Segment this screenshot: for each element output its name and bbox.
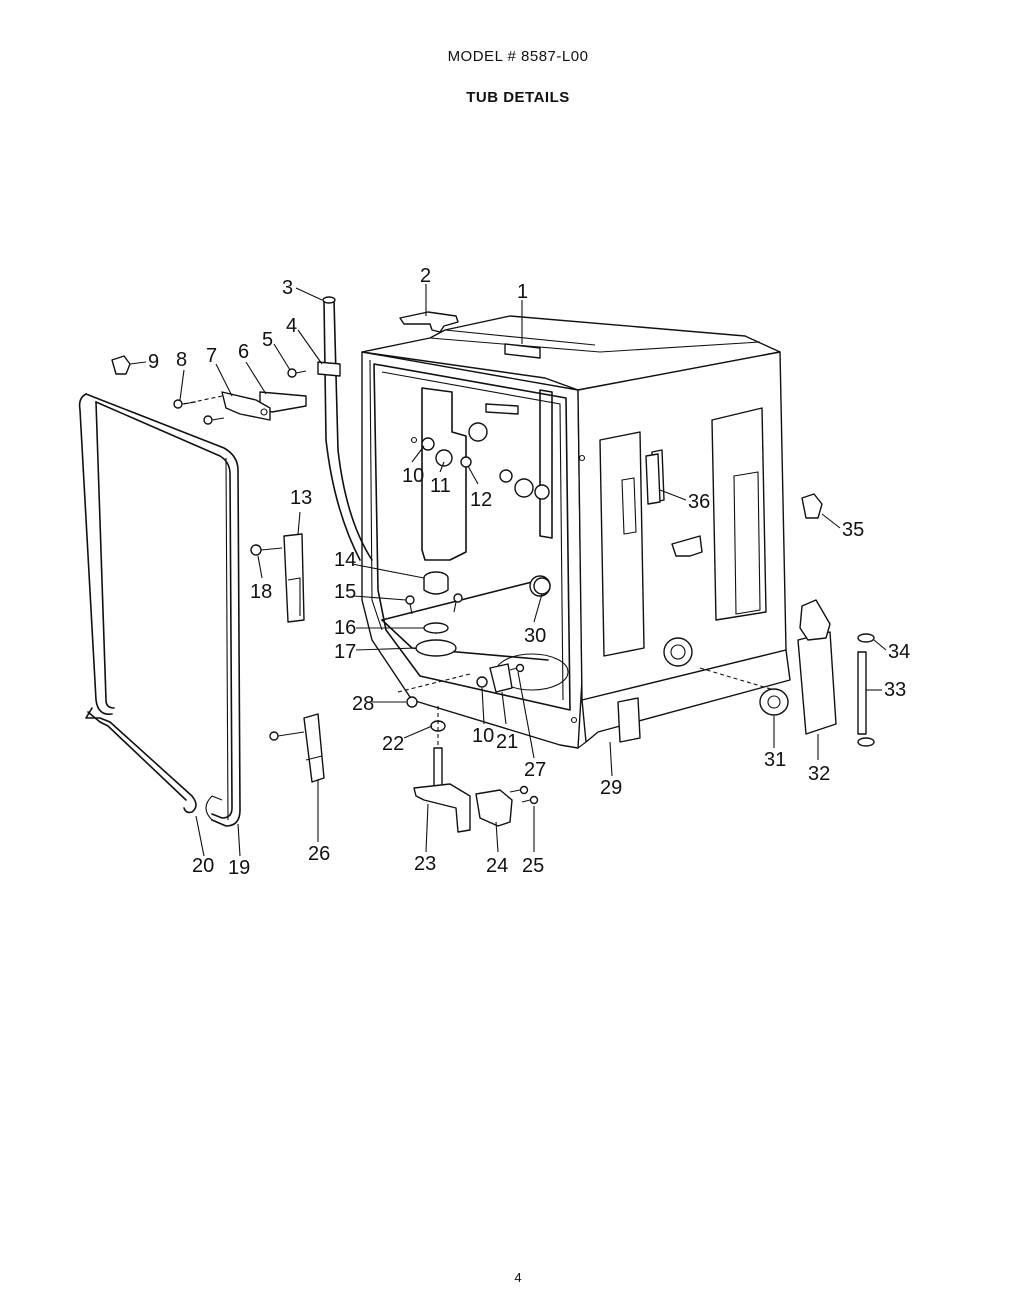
callout-29: 29 [600,777,622,799]
part-23 [413,747,471,833]
callout-2: 2 [420,265,431,287]
part-28 [406,696,418,708]
part-5 [287,368,307,378]
callout-1: 1 [517,281,528,303]
callout-10b: 10 [472,725,494,747]
part-1 [504,343,541,359]
part-14 [423,571,449,595]
callout-22: 22 [382,733,404,755]
callout-26: 26 [308,843,330,865]
part-34 [857,633,875,747]
part-29 [617,697,641,743]
callout-21: 21 [496,731,518,753]
callout-16: 16 [334,617,356,639]
callout-13: 13 [290,487,312,509]
part-33 [857,651,867,735]
callout-12: 12 [470,489,492,511]
leader-lines [129,284,887,857]
callout-27: 27 [524,759,546,781]
callout-17: 17 [334,641,356,663]
callout-19: 19 [228,857,250,879]
part-25 [509,785,539,805]
part-12 [460,456,472,468]
callout-5: 5 [262,329,273,351]
tub-body [361,315,791,749]
part-10 [421,437,435,451]
part-7 [221,391,271,421]
part-11 [435,449,453,467]
part-18 [250,544,283,556]
part-21 [489,663,513,693]
part-17 [415,639,457,657]
door-rod-20 [85,707,197,814]
callout-9: 9 [148,351,159,373]
callout-8: 8 [176,349,187,371]
assembly-lines [183,395,775,748]
callout-34: 34 [888,641,910,663]
callout-11: 11 [430,475,451,497]
part-10b [476,676,488,688]
part-4 [317,361,341,377]
part-16 [423,622,449,634]
callout-33: 33 [884,679,906,701]
callout-30: 30 [524,625,546,647]
callout-28: 28 [352,693,374,715]
callout-32: 32 [808,763,830,785]
callout-23: 23 [414,853,436,875]
model-number: MODEL # 8587-L00 [447,48,589,65]
diagram-title: TUB DETAILS [466,89,570,106]
callout-labels: 1 2 3 4 5 6 7 8 9 10 11 12 13 14 15 16 1… [148,265,910,879]
callout-31: 31 [764,749,786,771]
part-8 [173,399,225,425]
part-31 [759,688,789,716]
part-30 [533,577,551,595]
callout-25: 25 [522,855,544,877]
part-32 [797,599,837,735]
part-26 [269,713,325,783]
callout-14: 14 [334,549,356,571]
vent-hose-3 [322,296,373,561]
part-36 [645,453,661,505]
page-number: 4 [514,1270,522,1285]
door-gasket-19 [78,393,241,827]
callout-18: 18 [250,581,272,603]
callout-6: 6 [238,341,249,363]
part-9 [111,355,131,375]
part-15 [405,593,463,615]
part-24 [475,789,513,827]
part-35 [801,493,823,519]
callout-3: 3 [282,277,293,299]
callout-36: 36 [688,491,710,513]
callout-35: 35 [842,519,864,541]
callout-15: 15 [334,581,356,603]
callout-10: 10 [402,465,424,487]
part-13 [283,533,305,623]
callout-7: 7 [206,345,217,367]
callout-4: 4 [286,315,297,337]
part-2 [399,311,459,333]
part-27 [509,663,525,673]
callout-20: 20 [192,855,214,877]
callout-24: 24 [486,855,508,877]
